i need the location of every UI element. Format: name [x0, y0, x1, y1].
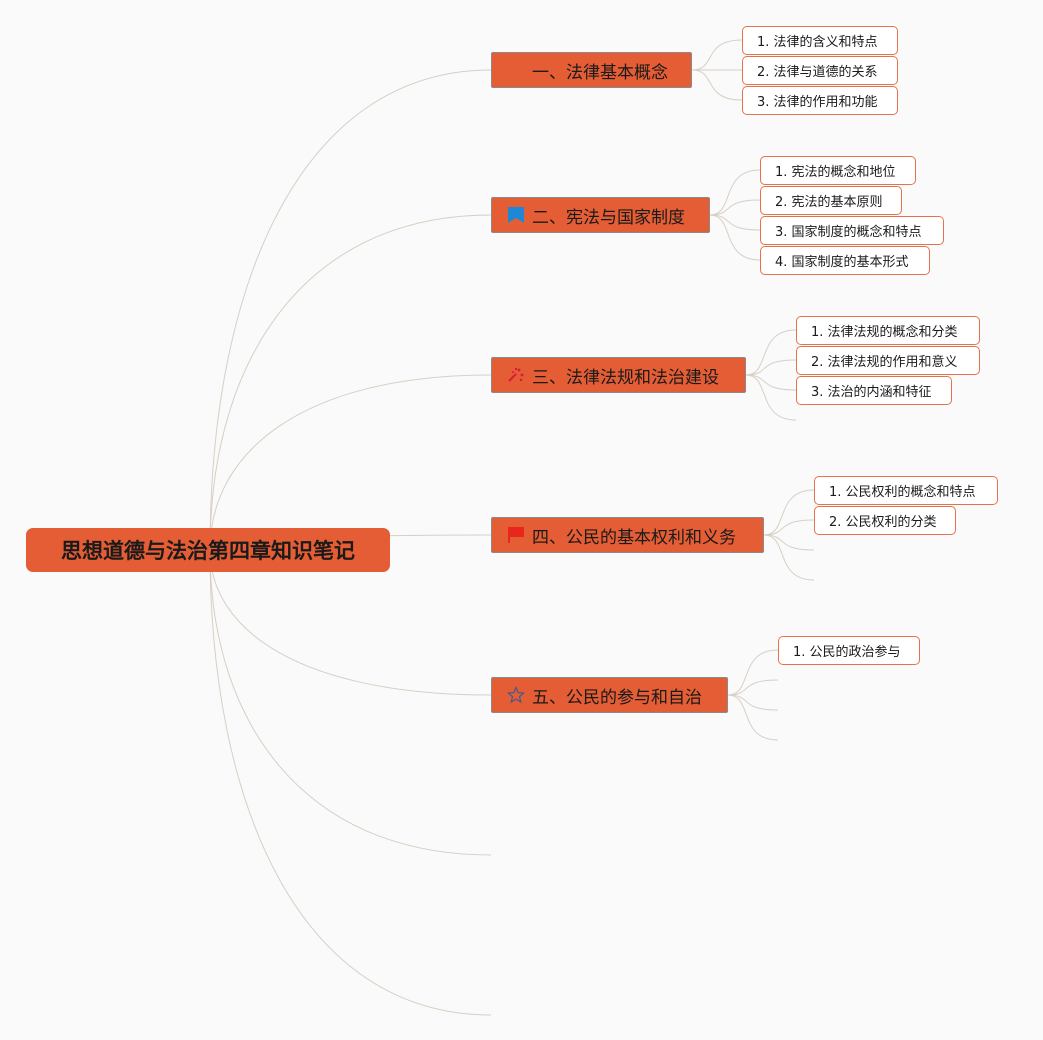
root-connector-7: [209, 549, 492, 1016]
root-connector-2: [209, 214, 492, 551]
root-connector-1: [209, 69, 492, 551]
sub-connector-4-3: [763, 534, 815, 551]
subtopic-label: 1. 法律法规的概念和分类: [811, 325, 958, 340]
subtopic-1-1[interactable]: 1. 法律的含义和特点: [742, 26, 898, 55]
sub-connector-5-2: [727, 679, 779, 696]
root-label: 思想道德与法治第四章知识笔记: [61, 539, 355, 563]
sub-connector-1-1: [691, 39, 743, 71]
root-connector-3: [209, 374, 492, 551]
sub-connector-3-2: [745, 359, 797, 376]
subtopic-4-1[interactable]: 1. 公民权利的概念和特点: [814, 476, 998, 505]
root-node[interactable]: 思想道德与法治第四章知识笔记: [26, 528, 390, 572]
root-connector-6: [209, 549, 492, 856]
subtopic-4-2[interactable]: 2. 公民权利的分类: [814, 506, 956, 535]
topic-4-label: 四、公民的基本权利和义务: [532, 527, 736, 548]
subtopic-label: 2. 宪法的基本原则: [775, 195, 883, 210]
topic-5-label: 五、公民的参与和自治: [532, 687, 702, 708]
root-connector-5: [209, 549, 492, 696]
sub-connector-5-3: [727, 694, 779, 711]
subtopic-label: 2. 法律与道德的关系: [757, 65, 878, 80]
subtopic-2-3[interactable]: 3. 国家制度的概念和特点: [760, 216, 944, 245]
subtopic-1-2[interactable]: 2. 法律与道德的关系: [742, 56, 898, 85]
sub-connector-4-4: [763, 534, 815, 581]
subtopic-2-2[interactable]: 2. 宪法的基本原则: [760, 186, 902, 215]
sub-connector-1-3: [691, 69, 743, 101]
star-outline-icon: [506, 685, 526, 705]
sub-connector-2-2: [709, 199, 761, 216]
subtopic-label: 1. 宪法的概念和地位: [775, 165, 896, 180]
sparkle-icon: [506, 365, 526, 385]
sub-connector-3-3: [745, 374, 797, 391]
sub-connector-5-1: [727, 649, 779, 696]
subtopic-label: 1. 公民权利的概念和特点: [829, 485, 976, 500]
subtopic-label: 4. 国家制度的基本形式: [775, 255, 909, 270]
sub-connector-2-4: [709, 214, 761, 261]
subtopic-label: 3. 国家制度的概念和特点: [775, 225, 922, 240]
subtopic-2-1[interactable]: 1. 宪法的概念和地位: [760, 156, 916, 185]
sub-connector-4-2: [763, 519, 815, 536]
topic-node-1[interactable]: 一、法律基本概念: [491, 52, 692, 88]
blue-flag-icon: [506, 205, 526, 225]
subtopic-label: 3. 法治的内涵和特征: [811, 385, 932, 400]
topic-node-3[interactable]: 三、法律法规和法治建设: [491, 357, 746, 393]
subtopic-label: 3. 法律的作用和功能: [757, 95, 878, 110]
subtopic-5-1[interactable]: 1. 公民的政治参与: [778, 636, 920, 665]
subtopic-label: 2. 法律法规的作用和意义: [811, 355, 958, 370]
sub-connector-2-3: [709, 214, 761, 231]
subtopic-3-2[interactable]: 2. 法律法规的作用和意义: [796, 346, 980, 375]
topic-3-label: 三、法律法规和法治建设: [532, 367, 719, 388]
sub-connector-5-4: [727, 694, 779, 741]
sub-connector-4-1: [763, 489, 815, 536]
topic-1-icon-placeholder: [506, 60, 526, 80]
sub-connector-2-1: [709, 169, 761, 216]
topic-2-label: 二、宪法与国家制度: [532, 207, 685, 228]
subtopic-label: 2. 公民权利的分类: [829, 515, 937, 530]
subtopic-3-3[interactable]: 3. 法治的内涵和特征: [796, 376, 952, 405]
topic-node-2[interactable]: 二、宪法与国家制度: [491, 197, 710, 233]
topic-node-5[interactable]: 五、公民的参与和自治: [491, 677, 728, 713]
sub-connector-3-4: [745, 374, 797, 421]
topic-node-4[interactable]: 四、公民的基本权利和义务: [491, 517, 764, 553]
topic-1-label: 一、法律基本概念: [532, 62, 668, 83]
sub-connector-3-1: [745, 329, 797, 376]
subtopic-3-1[interactable]: 1. 法律法规的概念和分类: [796, 316, 980, 345]
subtopic-1-3[interactable]: 3. 法律的作用和功能: [742, 86, 898, 115]
subtopic-2-4[interactable]: 4. 国家制度的基本形式: [760, 246, 930, 275]
subtopic-label: 1. 公民的政治参与: [793, 645, 901, 660]
subtopic-label: 1. 法律的含义和特点: [757, 35, 878, 50]
red-flag-icon: [506, 525, 526, 545]
